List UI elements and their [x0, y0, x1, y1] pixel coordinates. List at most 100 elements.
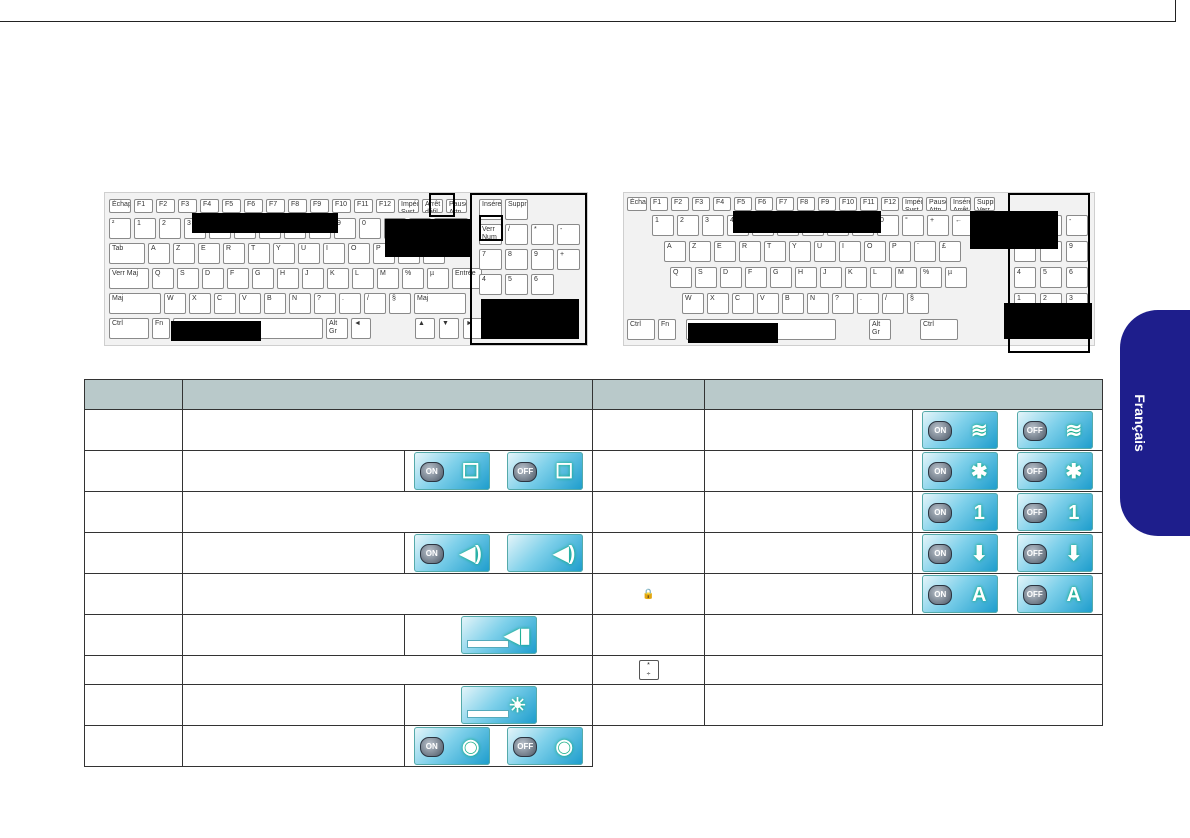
keyboard-key: I: [323, 243, 345, 264]
keyboard-key: 4: [1014, 267, 1036, 288]
keyboard-key: G: [252, 268, 274, 289]
bluetooth-off-icon: OFF✱: [1016, 452, 1093, 490]
keyboard-key: J: [302, 268, 324, 289]
language-side-tab: Français: [1120, 310, 1190, 536]
keyboard-key: P: [889, 241, 911, 262]
keyboard-key: Z: [689, 241, 711, 262]
keyboard-key: 1: [134, 218, 156, 239]
table-row: ON☐ OFF☐ ON✱ OFF✱: [84, 450, 1103, 492]
keyboard-key: M: [895, 267, 917, 288]
keyboard-key: .: [339, 293, 361, 314]
table-cell: [592, 684, 705, 726]
webcam-off-icon: OFF◉: [507, 727, 584, 765]
keyboard-key: L: [352, 268, 374, 289]
table-cell: [704, 409, 913, 451]
keyboard-key: Z: [173, 243, 195, 264]
keyboard-key: H: [277, 268, 299, 289]
keyboard-key: 1: [652, 215, 674, 236]
table-header-cell: [704, 379, 1103, 410]
table-cell: [704, 491, 913, 533]
keyboard-key: Fn: [152, 318, 170, 339]
wlan-off-icon: OFF≋: [1016, 411, 1093, 449]
keyboard-key: Échap: [109, 199, 131, 213]
keyboard-key: Maj: [109, 293, 161, 314]
keyboard-key: ▼: [439, 318, 459, 339]
keyboard-key: §: [389, 293, 411, 314]
keyboard-key: µ: [427, 268, 449, 289]
keyboard-key: Impécr Syst: [398, 199, 419, 213]
keyboard-key: H: [795, 267, 817, 288]
table-cell: [704, 655, 1103, 685]
keyboard-key: F: [745, 267, 767, 288]
keyboard-key: /: [505, 224, 528, 245]
table-cell: ON☐ OFF☐: [404, 450, 593, 492]
table-cell: [182, 532, 405, 574]
keyboard-key: Insérer: [479, 199, 502, 220]
keyboard-key: X: [707, 293, 729, 314]
keyboard-key: Ctrl: [109, 318, 149, 339]
redacted-label-box: [1004, 303, 1092, 339]
keyboard-key: T: [764, 241, 786, 262]
table-cell: [182, 684, 405, 726]
table-cell: ON⬇ OFF⬇: [912, 532, 1103, 574]
keyboard-key: Verr Maj: [109, 268, 149, 289]
keyboard-key: F7: [266, 199, 285, 213]
table-cell: ◀▮: [404, 614, 593, 656]
table-header-cell: [84, 379, 183, 410]
bluetooth-on-icon: ON✱: [922, 452, 999, 490]
keyboard-key: F10: [332, 199, 351, 213]
keyboard-key: O: [864, 241, 886, 262]
keyboard-key: F8: [288, 199, 307, 213]
keyboard-key: F8: [797, 197, 815, 211]
wlan-on-icon: ON≋: [922, 411, 999, 449]
redacted-label-box: [385, 219, 471, 257]
table-cell: ON≋ OFF≋: [912, 409, 1103, 451]
table-cell: ON✱ OFF✱: [912, 450, 1103, 492]
keyboard-key: Impécr Syst: [902, 197, 923, 211]
table-row: ON◀) ◀) ON⬇ OFF⬇: [84, 532, 1103, 574]
keyboard-key: O: [348, 243, 370, 264]
keyboard-key: W: [682, 293, 704, 314]
keyboard-key: 3: [702, 215, 724, 236]
table-row: *÷: [84, 655, 1103, 685]
keyboard-key: +: [927, 215, 949, 236]
keyboard-key: C: [214, 293, 236, 314]
keyboard-key: R: [223, 243, 245, 264]
highlight-numpad-region: [1008, 193, 1090, 353]
keyboard-key: F9: [818, 197, 836, 211]
keyboard-key: 2: [159, 218, 181, 239]
table-row: ☀: [84, 684, 1103, 726]
table-cell: ☀: [404, 684, 593, 726]
keyboard-key: D: [202, 268, 224, 289]
highlight-numpad-region: [470, 193, 587, 345]
keyboard-key: S: [695, 267, 717, 288]
table-cell: [84, 725, 183, 767]
keyboard-key: F11: [354, 199, 373, 213]
keyboard-key: Pause Attn: [446, 199, 467, 213]
keyboard-key: Q: [152, 268, 174, 289]
keyboard-key: F2: [671, 197, 689, 211]
keyboard-key: N: [807, 293, 829, 314]
keyboard-key: Maj: [414, 293, 466, 314]
function-keys-table: ON≋ OFF≋ ON☐ OFF☐ ON✱ OFF✱ O: [84, 379, 1103, 767]
keyboard-key: 5: [1040, 267, 1062, 288]
scroll-lock-on-icon: ON⬇: [922, 534, 999, 572]
keyboard-key: F4: [200, 199, 219, 213]
table-cell: [592, 491, 705, 533]
table-cell: [592, 450, 705, 492]
table-cell: [182, 655, 593, 685]
volume-icon: ◀▮: [460, 616, 537, 654]
keyboard-key: C: [732, 293, 754, 314]
keyboard-key: F3: [692, 197, 710, 211]
table-cell: [182, 450, 405, 492]
keyboard-key: E: [714, 241, 736, 262]
highlight-numlock-key: [479, 215, 503, 241]
keyboard-key: K: [327, 268, 349, 289]
keyboard-key: µ: [945, 267, 967, 288]
table-cell: [84, 684, 183, 726]
header-rule: [0, 21, 1175, 22]
table-cell: [592, 614, 705, 656]
